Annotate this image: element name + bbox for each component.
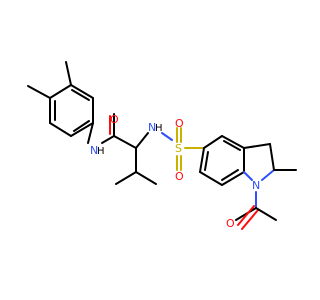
- indoline-benzene-ring: [199, 135, 245, 186]
- sulfonamide-nitrogen-label: N: [148, 121, 156, 134]
- amide-nitrogen-label: N: [90, 144, 98, 157]
- acetyl-oxygen-label: O: [226, 217, 235, 230]
- dimethylphenyl-ring: [49, 84, 94, 137]
- sulfonamide-hydrogen-label: H: [155, 123, 163, 134]
- amide-nh-bonds: [87, 122, 115, 144]
- valine-sidechain: [115, 132, 157, 185]
- sulfonyl-bonds: [161, 127, 205, 171]
- molecule-structure: N H O N H S O O: [27, 61, 297, 230]
- amide-oxygen-label: O: [110, 113, 119, 126]
- sulfonyl-oxygen-bottom-label: O: [175, 170, 184, 183]
- sulfur-label: S: [175, 142, 182, 155]
- amide-hydrogen-label: H: [97, 146, 105, 157]
- indoline-pyrrolidine-ring: [243, 143, 297, 181]
- sulfonyl-oxygen-top-label: O: [175, 117, 184, 130]
- acetyl-group: [235, 191, 277, 230]
- methyl-groups-aryl: [27, 61, 72, 99]
- amide-carbonyl: [109, 113, 137, 149]
- indoline-nitrogen-label: N: [252, 179, 260, 192]
